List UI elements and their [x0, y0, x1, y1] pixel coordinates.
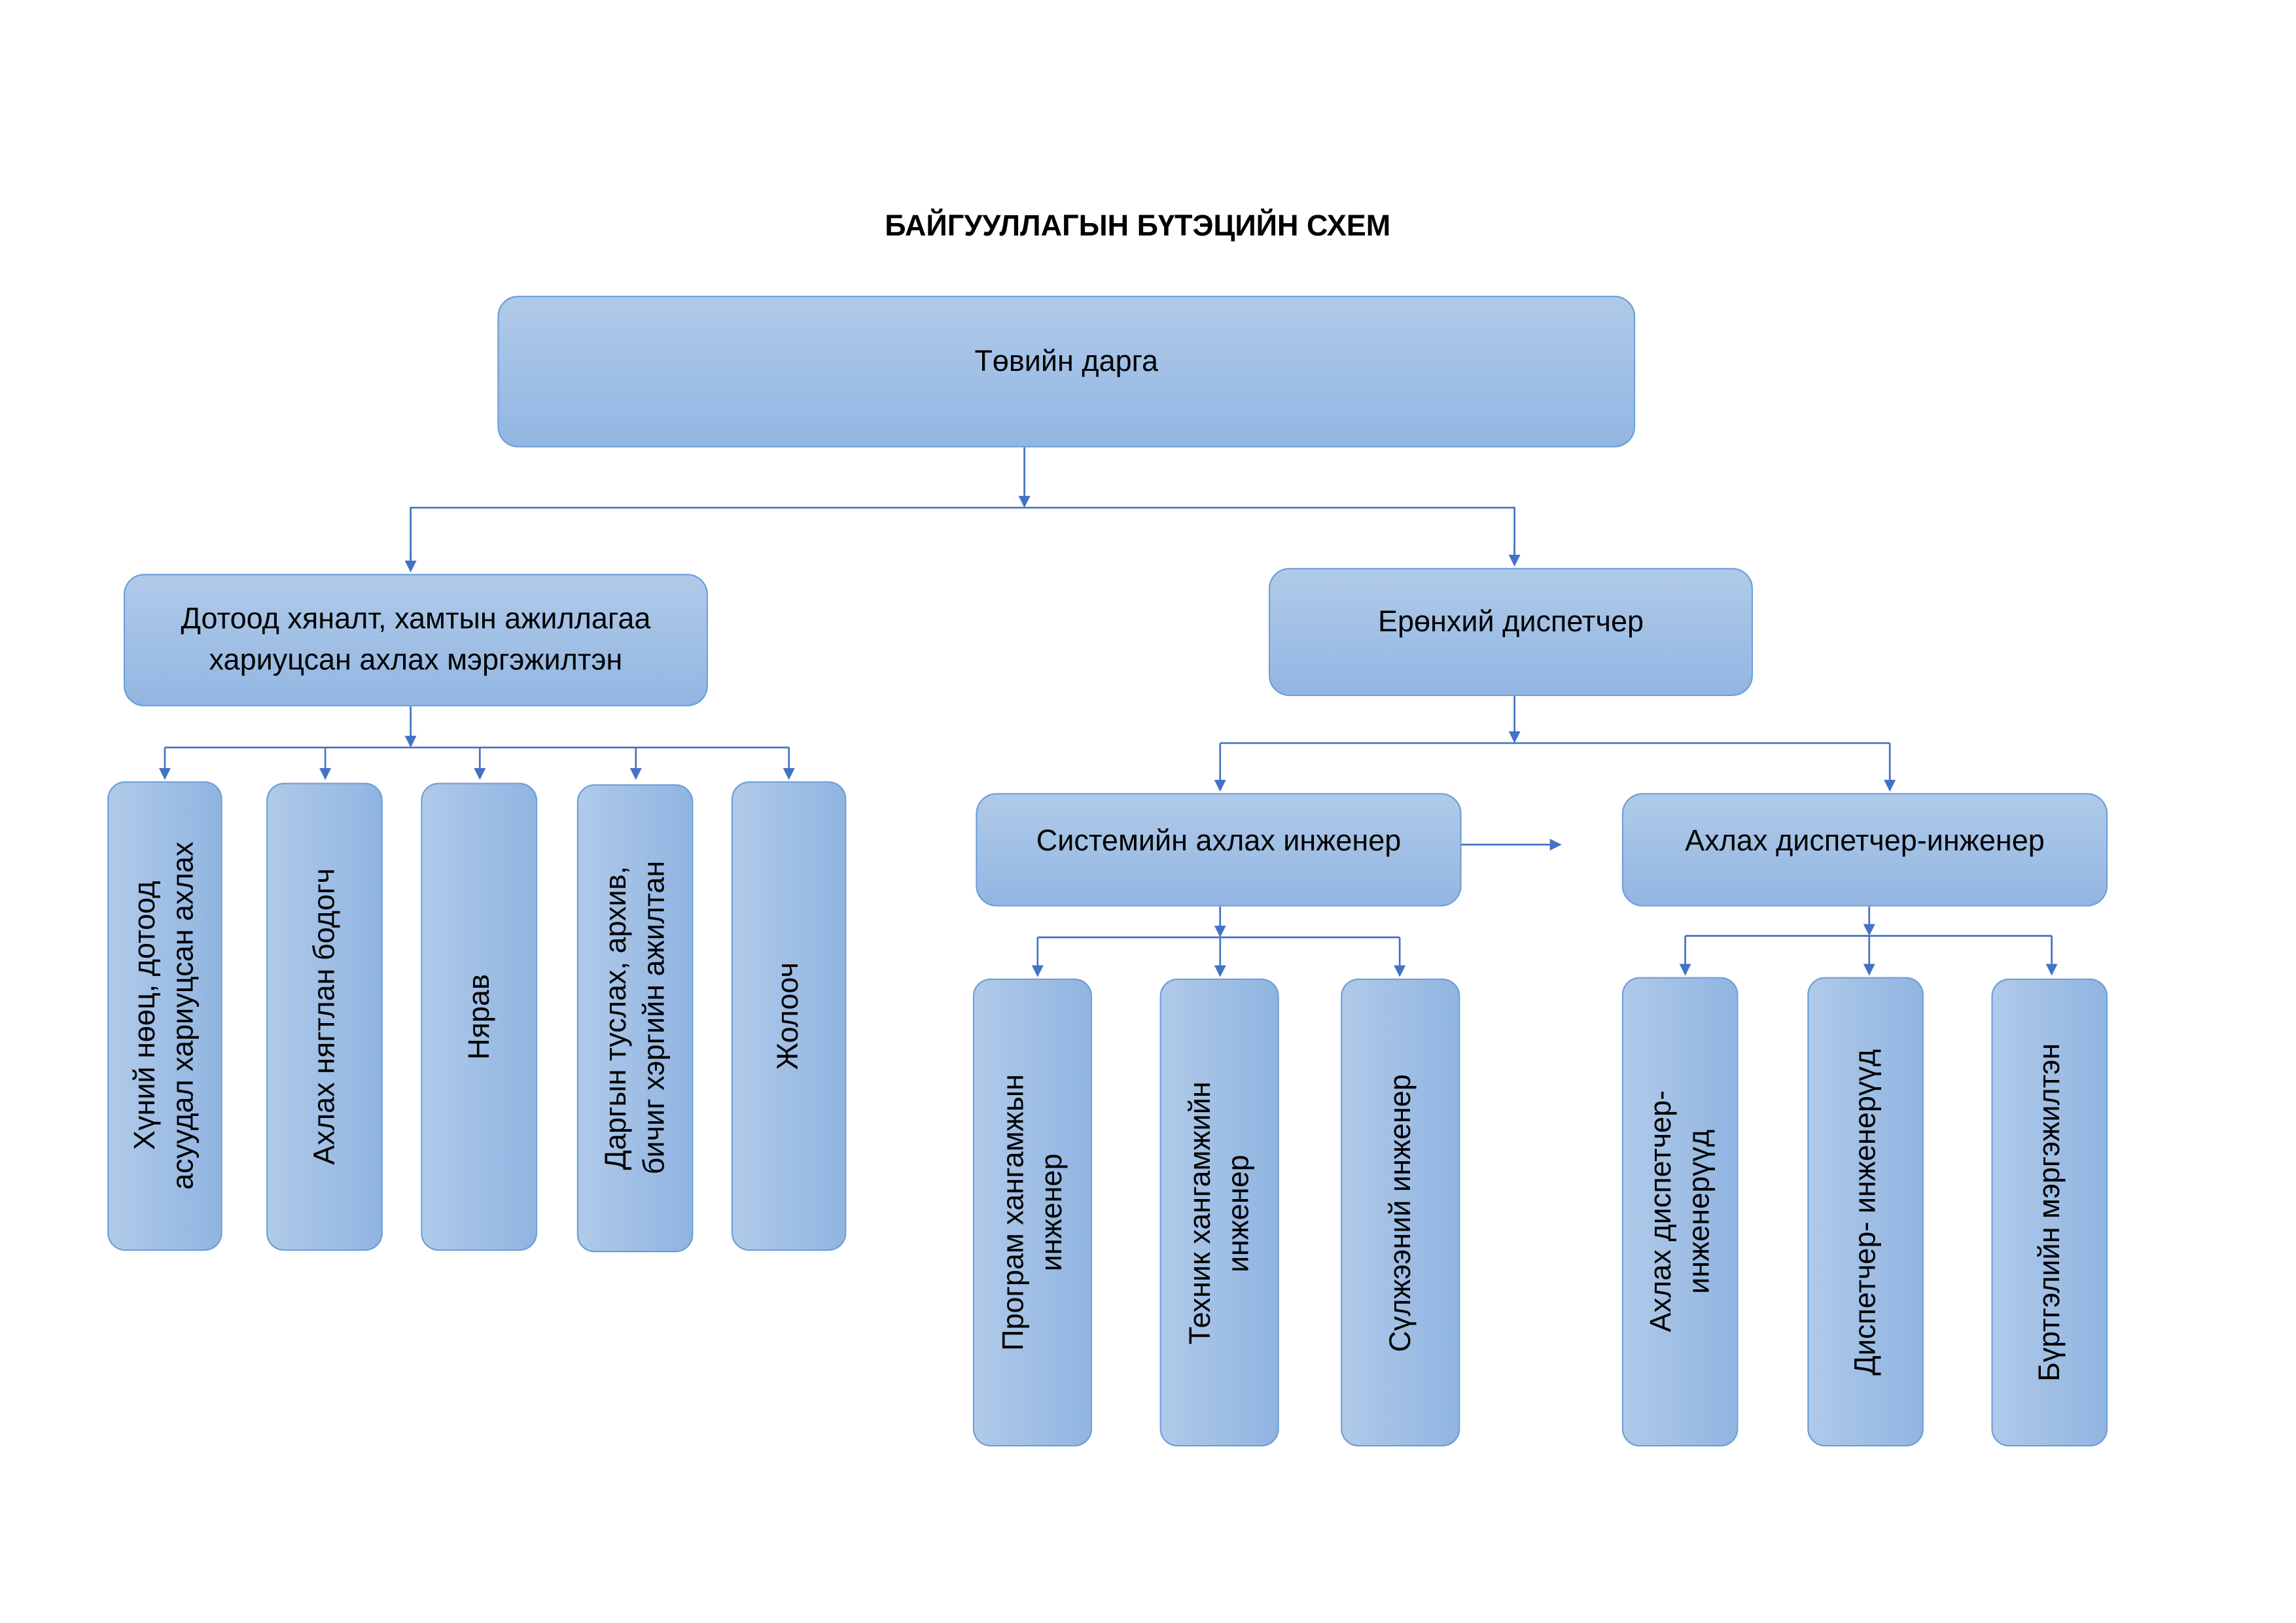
- node-hr: Хүний нөөц, дотоод асуудал хариуцсан ахл…: [107, 781, 222, 1251]
- node-network-engineer: Сүлжээний инженер: [1341, 978, 1460, 1447]
- node-label: Жолооч: [772, 962, 805, 1070]
- node-internal-control: Дотоод хяналт, хамтын ажиллагаа хариуцса…: [123, 574, 708, 707]
- node-software-engineer: Програм хангамжын инженер: [972, 978, 1093, 1447]
- node-root: Төвийн дарга: [497, 296, 1636, 447]
- node-label: Нярав: [463, 973, 495, 1060]
- node-label: Ахлах диспетчер- инженерүүд: [1644, 1091, 1716, 1333]
- node-label: Ахлах диспетчер-инженер: [1685, 825, 2045, 858]
- node-label: Дотоод хяналт, хамтын ажиллагаа хариуцса…: [181, 603, 651, 677]
- node-label: Техник хангамжийн инженер: [1184, 1081, 1255, 1344]
- node-senior-dispatch-engineer: Ахлах диспетчер-инженер: [1621, 793, 2108, 907]
- node-dispatch-engineers: Диспетчер- инженерүүд: [1807, 977, 1924, 1447]
- node-accountant: Ахлах нягтлан бодогч: [266, 782, 383, 1251]
- node-label: Програм хангамжын инженер: [997, 1074, 1068, 1351]
- node-label: Ахлах нягтлан бодогч: [308, 868, 341, 1166]
- node-systems-engineer: Системийн ахлах инженер: [976, 793, 1462, 907]
- node-label: Ерөнхий диспетчер: [1378, 606, 1644, 639]
- node-label: Бүртгэлийн мэргэжилтэн: [2033, 1043, 2066, 1382]
- node-label: Даргын туслах, архив, бичиг хэргийн ажил…: [599, 861, 671, 1176]
- node-registration-specialist: Бүртгэлийн мэргэжилтэн: [1991, 978, 2108, 1447]
- node-senior-dispatchers: Ахлах диспетчер- инженерүүд: [1621, 977, 1739, 1447]
- node-cashier: Нярав: [421, 782, 538, 1251]
- node-driver: Жолооч: [731, 781, 847, 1251]
- node-label: Системийн ахлах инженер: [1036, 825, 1402, 858]
- node-assistant: Даргын туслах, архив, бичиг хэргийн ажил…: [576, 784, 694, 1253]
- node-label: Төвийн дарга: [974, 345, 1159, 379]
- connector: [410, 506, 1515, 570]
- node-label: Хүний нөөц, дотоод асуудал хариуцсан ахл…: [129, 842, 200, 1191]
- node-label: Сүлжээний инженер: [1384, 1073, 1417, 1352]
- diagram-title: БАЙГУУЛЛАГЫН БҮТЭЦИЙН СХЕМ: [885, 210, 1391, 243]
- node-general-dispatcher: Ерөнхий диспетчер: [1268, 568, 1754, 696]
- node-label: Диспетчер- инженерүүд: [1849, 1048, 1882, 1375]
- node-hardware-engineer: Техник хангамжийн инженер: [1159, 978, 1279, 1447]
